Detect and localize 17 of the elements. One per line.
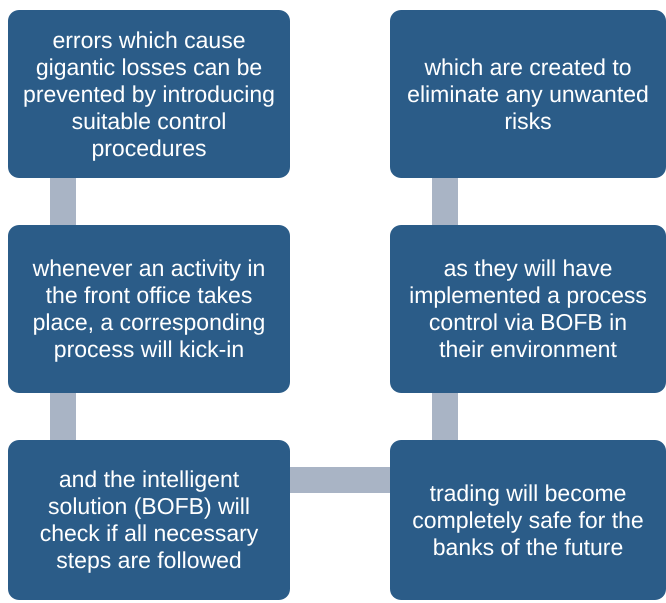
box-text: errors which cause gigantic losses can be prevented by introducing suitable control procedures	[22, 26, 276, 162]
connector-bar	[290, 467, 390, 493]
box-text: and the intelligent solution (BOFB) will check if all necessary steps are followed	[38, 466, 260, 574]
process-box	[390, 225, 666, 393]
connector-bar	[432, 178, 458, 225]
process-box	[390, 10, 666, 178]
connector-bar	[432, 393, 458, 440]
box-text: as they will have implemented a process control via BOFB in their environment	[408, 255, 648, 363]
connector-bar	[50, 393, 76, 440]
process-box	[8, 225, 290, 393]
box-text: which are created to eliminate any unwanted risks	[406, 54, 650, 134]
box-text: whenever an activity in the front office takes place, a corresponding process will kick-in	[32, 255, 266, 363]
process-box	[390, 440, 666, 600]
box-text: trading will become completely safe for the banks of the future	[411, 480, 645, 560]
process-box	[8, 440, 290, 600]
connector-bar	[50, 178, 76, 225]
process-box	[8, 10, 290, 178]
